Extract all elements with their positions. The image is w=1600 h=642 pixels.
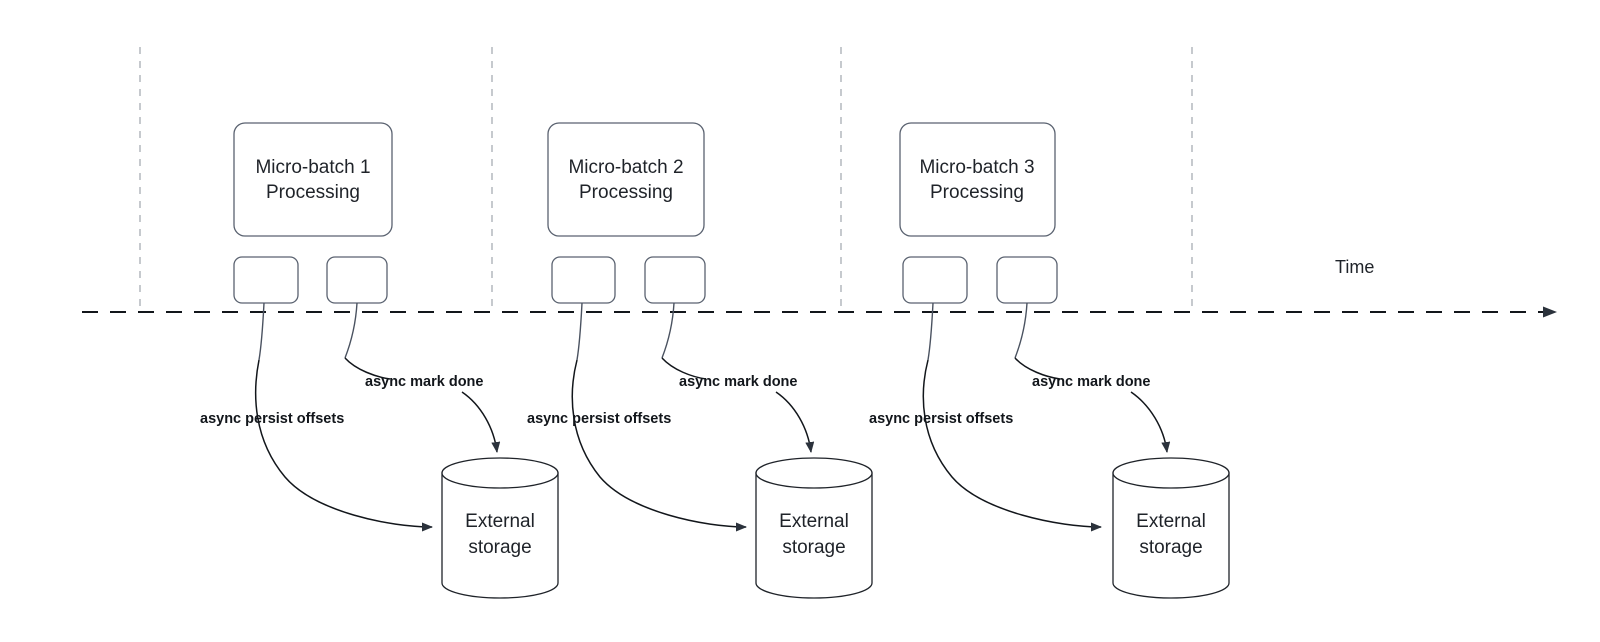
time-axis-label: Time xyxy=(1335,257,1374,277)
task-stem-1-right xyxy=(344,302,358,359)
edge-persist-offsets-2 xyxy=(571,359,747,532)
task-box-3-right[interactable] xyxy=(996,256,1058,304)
external-storage-1[interactable]: External storage xyxy=(441,457,559,599)
group-3: Micro-batch 3 Processing async persist o… xyxy=(869,122,1230,599)
external-storage-2-body[interactable] xyxy=(755,472,873,599)
external-storage-1-line1: External xyxy=(465,511,535,532)
edge-label-mark-done-3: async mark done xyxy=(1032,374,1150,390)
external-storage-2[interactable]: External storage xyxy=(755,457,873,599)
edge-label-persist-offsets-2: async persist offsets xyxy=(527,411,671,427)
external-storage-2-line2: storage xyxy=(782,537,845,558)
task-stem-3-right xyxy=(1014,302,1028,359)
task-box-1-right[interactable] xyxy=(326,256,388,304)
external-storage-1-line2: storage xyxy=(468,537,531,558)
time-axis: Time xyxy=(82,257,1557,318)
group-1: Micro-batch 1 Processing async persist o… xyxy=(200,122,559,599)
external-storage-3-line2: storage xyxy=(1139,537,1202,558)
task-stem-3-left xyxy=(927,302,934,361)
batch-box-3-rect[interactable] xyxy=(899,122,1056,237)
edge-mark-done-3-upper xyxy=(1014,357,1061,380)
task-box-2-right[interactable] xyxy=(644,256,706,304)
batch-box-2[interactable]: Micro-batch 2 Processing xyxy=(547,122,705,237)
task-box-1-left[interactable] xyxy=(233,256,299,304)
external-storage-3-line1: External xyxy=(1136,511,1206,532)
task-stem-2-left xyxy=(576,302,583,361)
edge-persist-offsets-1 xyxy=(254,359,433,532)
edge-label-mark-done-1: async mark done xyxy=(365,374,483,390)
batch-box-2-line2: Processing xyxy=(579,182,673,203)
edge-label-persist-offsets-3: async persist offsets xyxy=(869,411,1013,427)
batch-box-3-line1: Micro-batch 3 xyxy=(919,157,1034,178)
edge-label-persist-offsets-1: async persist offsets xyxy=(200,411,344,427)
batch-box-2-rect[interactable] xyxy=(547,122,705,237)
external-storage-2-top xyxy=(755,457,873,489)
batch-box-3-line2: Processing xyxy=(930,182,1024,203)
batch-box-1[interactable]: Micro-batch 1 Processing xyxy=(233,122,393,237)
external-storage-3-top xyxy=(1112,457,1230,489)
task-stem-2-right xyxy=(661,302,675,359)
batch-box-2-line1: Micro-batch 2 xyxy=(568,157,683,178)
batch-box-1-line1: Micro-batch 1 xyxy=(255,157,370,178)
batch-box-1-line2: Processing xyxy=(266,182,360,203)
external-storage-1-top xyxy=(441,457,559,489)
edge-mark-done-3-lower xyxy=(1130,391,1171,453)
group-2: Micro-batch 2 Processing async persist o… xyxy=(527,122,873,599)
edge-label-mark-done-2: async mark done xyxy=(679,374,797,390)
edge-mark-done-2-lower xyxy=(775,391,815,453)
task-box-3-left[interactable] xyxy=(902,256,968,304)
task-box-2-left[interactable] xyxy=(551,256,616,304)
external-storage-3[interactable]: External storage xyxy=(1112,457,1230,599)
edge-mark-done-1-upper xyxy=(344,357,391,380)
external-storage-1-body[interactable] xyxy=(441,472,559,599)
task-stem-1-left xyxy=(258,302,265,361)
edge-persist-offsets-3 xyxy=(922,359,1102,532)
batch-box-3[interactable]: Micro-batch 3 Processing xyxy=(899,122,1056,237)
edge-mark-done-2-upper xyxy=(661,357,707,380)
external-storage-2-line1: External xyxy=(779,511,849,532)
edge-mark-done-1-lower xyxy=(461,391,501,453)
batch-box-1-rect[interactable] xyxy=(233,122,393,237)
external-storage-3-body[interactable] xyxy=(1112,472,1230,599)
separator-lines xyxy=(139,47,1193,312)
